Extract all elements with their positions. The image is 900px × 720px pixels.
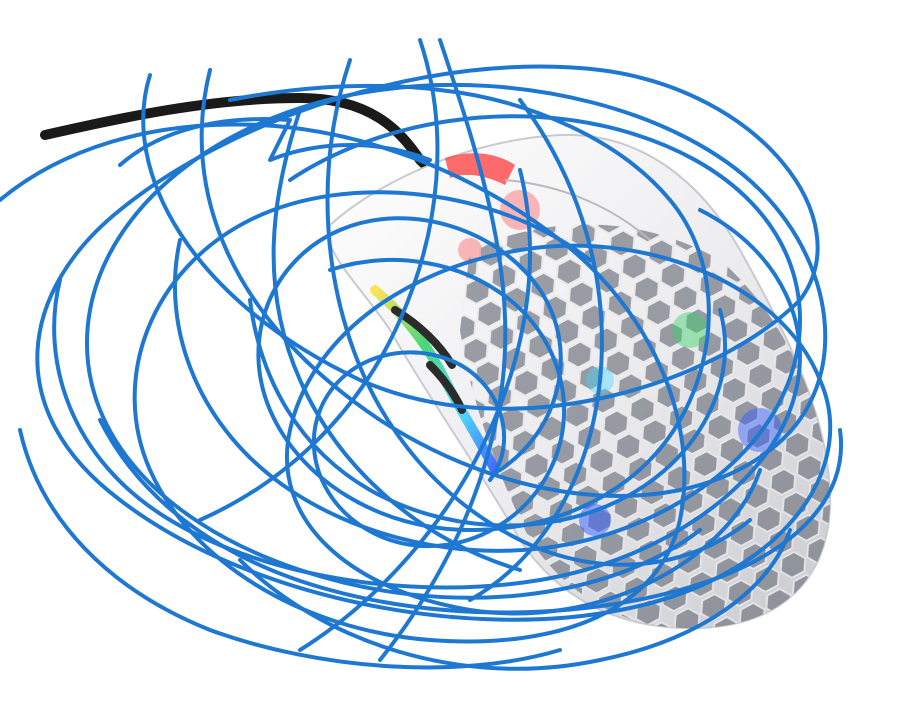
scribble-overlay [0,38,844,671]
mouse-cable [40,92,475,184]
